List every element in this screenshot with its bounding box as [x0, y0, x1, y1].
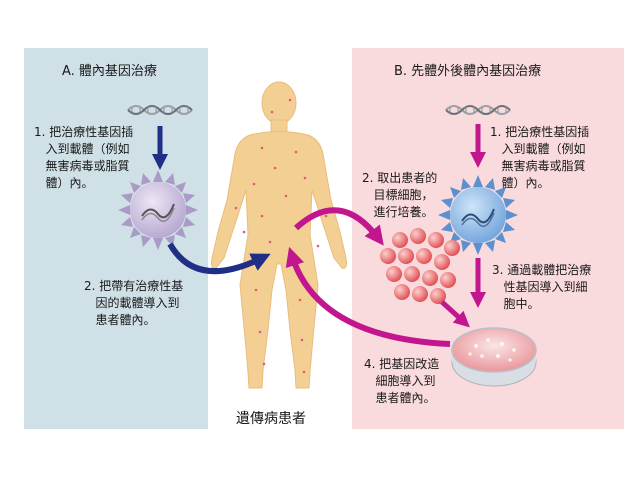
panel-b-step-3: 3. 通過載體把治療 性基因導入到細 胞中。 [492, 263, 592, 311]
cultured-cells-icon [380, 228, 460, 304]
panel-b-step-4: 4. 把基因改造 細胞導入到 患者體內。 [364, 357, 440, 405]
panel-a-step-2: 2. 把帶有治療性基 因的載體導入到 患者體內。 [84, 279, 184, 327]
panel-b-step-1: 1. 把治療性基因插 入到載體（例如 無害病毒或脂質 體）內。 [490, 125, 590, 190]
arrow-b-step3 [440, 258, 487, 328]
arrow-b-step2 [293, 207, 384, 246]
dna-icon-a [127, 105, 193, 115]
arrow-b-step4 [285, 246, 451, 347]
virus-vector-icon-b [438, 175, 518, 255]
petri-dish-icon [451, 327, 537, 387]
panel-a-title: A. 體內基因治療 [62, 64, 157, 79]
patient-body-icon [211, 81, 347, 389]
dna-icon-b [445, 105, 511, 115]
panel-b-step-2: 2. 取出患者的 目標細胞， 進行培養。 [362, 171, 438, 219]
patient-label: 遺傳病患者 [236, 411, 306, 427]
panel-b-title: B. 先體外後體內基因治療 [394, 64, 542, 79]
arrow-a-step2 [167, 242, 271, 274]
panel-a-step-1: 1. 把治療性基因插 入到載體（例如 無害病毒或脂質 體）內。 [34, 125, 134, 190]
virus-vector-icon-a [118, 170, 198, 250]
